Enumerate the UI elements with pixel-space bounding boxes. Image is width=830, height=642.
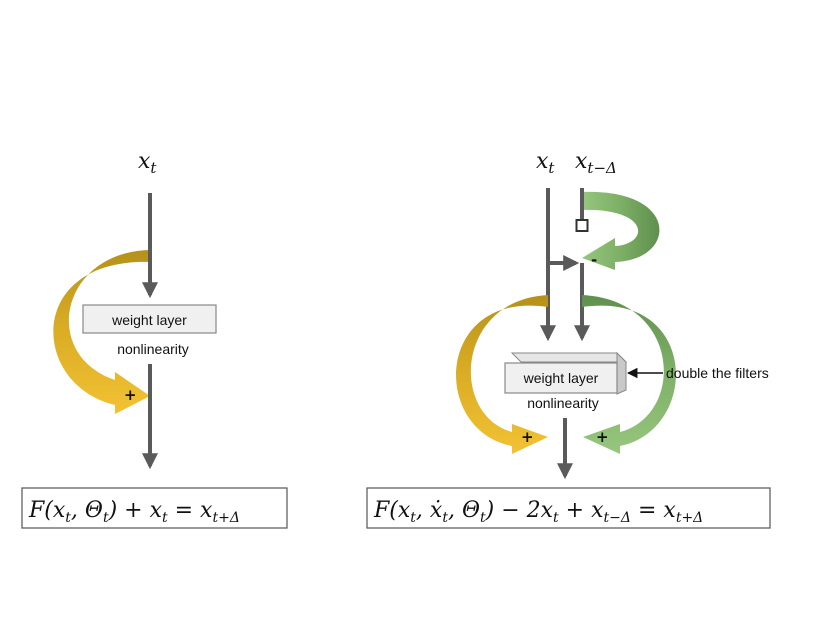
left-nonlinearity-label: nonlinearity [117,341,189,357]
left-input-label: xt [138,149,157,177]
left-equation: F(xt, Θt) + xt = xt+Δ [28,498,240,526]
left-weight-layer [82,304,217,334]
right-plus-sign-left: + [521,428,534,446]
right-skip-arrow-right [582,295,676,454]
right-plus-sign-right: + [596,428,609,446]
right-prev-input-label: xt−Δ [575,149,617,177]
right-subtract-arrow [582,191,660,270]
right-minus-sign: - [591,251,597,269]
right-input-label: xt [536,149,555,177]
right-weight-layer-label: weight layer [523,370,599,386]
right-equation: F(xt, ẋt, Θt) − 2xt + xt−Δ = xt+Δ [373,498,703,526]
right-equation-box [366,487,771,529]
left-equation-box [21,487,288,529]
left-residual-block: xt + weight layer nonlinearity F(xt, Θt)… [21,149,288,529]
right-skip-arrow-left [456,295,548,454]
right-nonlinearity-label: nonlinearity [527,395,599,411]
right-residual-block: xt xt−Δ - + + weight layer nonlinearity [366,149,771,529]
left-weight-layer-label: weight layer [111,312,187,328]
left-plus-sign: + [124,386,137,404]
right-weight-layer [504,351,628,395]
left-skip-arrow [53,250,150,414]
right-delay-square [575,219,589,232]
right-annotation-label: double the filters [666,365,769,381]
